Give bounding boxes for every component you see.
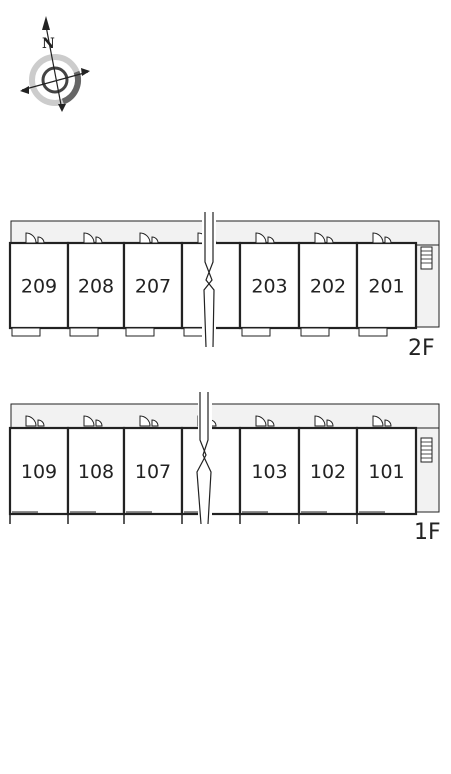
door-icon [25, 232, 45, 244]
unit-108: 108 [66, 415, 126, 524]
floor-1f: 109 108 107 103 102 101 1F [8, 392, 441, 545]
unit-109: 109 [8, 415, 70, 524]
door-icon [25, 415, 45, 427]
balcony [11, 327, 41, 337]
corridor [10, 220, 440, 246]
door-icon [139, 232, 159, 244]
door-icon [314, 415, 334, 427]
balcony [125, 327, 155, 337]
door-icon [255, 232, 275, 244]
unit-number-101: 101 [368, 461, 404, 483]
unit-number-203: 203 [251, 276, 287, 298]
unit-102: 102 [297, 415, 359, 524]
door-icon [372, 232, 392, 244]
floor-label-2f: 2F [408, 336, 435, 361]
unit-number-202: 202 [310, 276, 346, 298]
break-line [202, 212, 216, 348]
unit-203: 203 [238, 232, 301, 337]
door-icon [139, 415, 159, 427]
unit-cell [122, 241, 184, 330]
unit-cell [355, 426, 418, 516]
unit-cell [66, 426, 126, 516]
corridor [10, 403, 440, 429]
balcony [241, 327, 271, 337]
unit-209: 209 [8, 232, 70, 337]
unit-cell [355, 241, 418, 330]
unit-207: 207 [122, 232, 184, 337]
unit-number-109: 109 [21, 461, 57, 483]
unit-number-201: 201 [368, 276, 404, 298]
door-icon [314, 232, 334, 244]
unit-number-209: 209 [21, 276, 57, 298]
balcony [358, 327, 388, 337]
unit-number-103: 103 [251, 461, 287, 483]
balcony [69, 327, 99, 337]
door-icon [255, 415, 275, 427]
unit-201: 201 [355, 232, 418, 337]
unit-cell [122, 426, 184, 516]
unit-number-107: 107 [135, 461, 171, 483]
break-line [196, 392, 212, 525]
unit-number-108: 108 [78, 461, 114, 483]
unit-number-207: 207 [135, 276, 171, 298]
unit-107: 107 [122, 415, 184, 524]
unit-202: 202 [297, 232, 359, 337]
floor-2f: 209 208 207 203 202 201 2F [8, 212, 440, 361]
stair-landing [413, 244, 440, 328]
compass-north-label: N [42, 36, 55, 52]
compass-rose-icon: N [20, 16, 90, 112]
unit-208: 208 [66, 232, 126, 337]
door-icon [83, 415, 103, 427]
staircase-icon [420, 437, 433, 463]
unit-number-102: 102 [310, 461, 346, 483]
floor-label-1f: 1F [414, 520, 441, 545]
staircase-icon [420, 246, 433, 270]
balcony [300, 327, 330, 337]
door-icon [83, 232, 103, 244]
unit-number-208: 208 [78, 276, 114, 298]
unit-101: 101 [355, 415, 418, 524]
door-icon [372, 415, 392, 427]
unit-103: 103 [238, 415, 301, 524]
